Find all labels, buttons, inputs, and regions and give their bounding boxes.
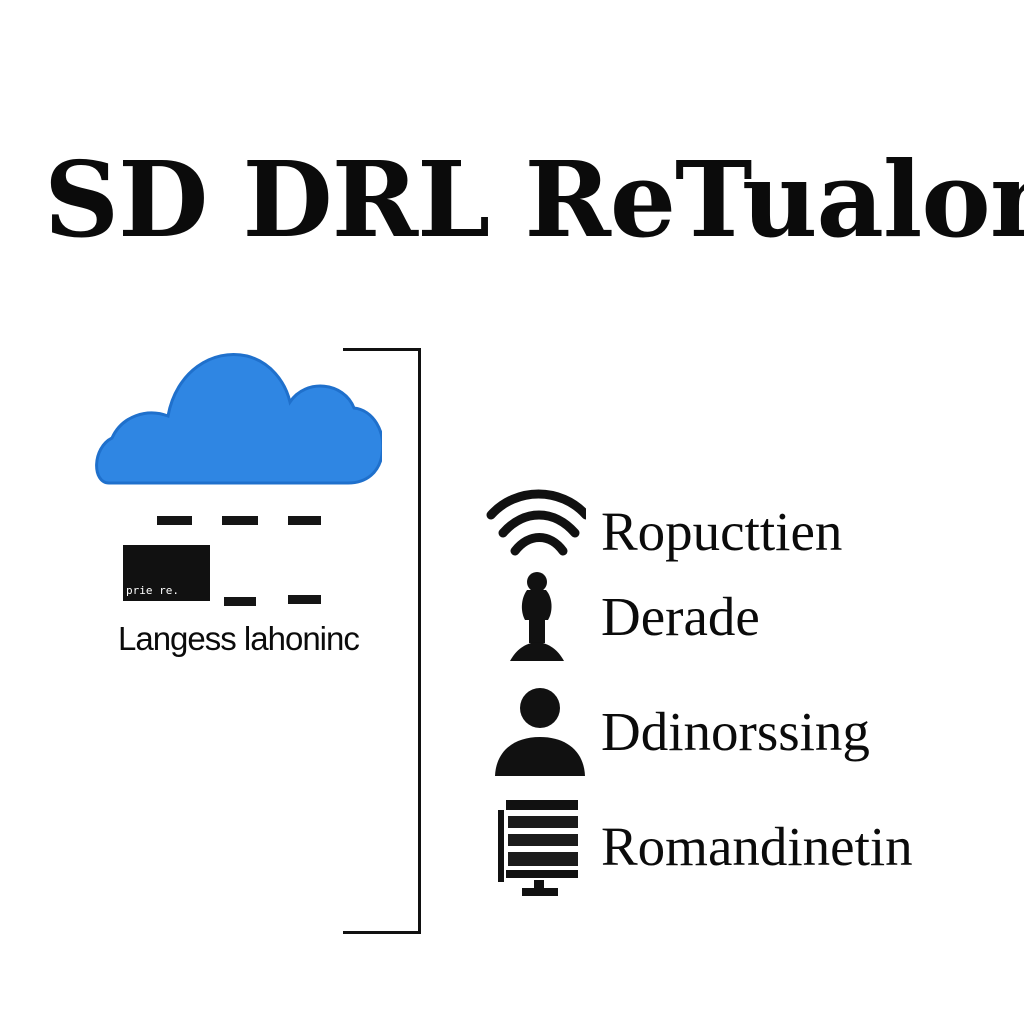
device-tick-1 — [224, 597, 256, 606]
cloud-panel-label: Langess lahoninc — [118, 620, 360, 657]
server-monitor-icon — [498, 800, 578, 896]
item-label: Ropucttien — [601, 501, 843, 562]
device-tick-2 — [288, 595, 321, 604]
item-label: Derade — [601, 586, 760, 647]
cloud-tick-3 — [288, 516, 321, 525]
cloud-panel: prie re. Langess lahoninc — [80, 330, 440, 690]
diagram-title: SD DRL ReTualon — [44, 138, 1024, 261]
item-romandinetin: Romandinetin — [486, 800, 1016, 900]
cloud-tick-2 — [222, 516, 258, 525]
item-label: Ddinorssing — [601, 701, 870, 762]
group-bracket — [343, 348, 421, 934]
cloud-icon — [95, 353, 382, 485]
item-derade: Derade — [486, 570, 1016, 670]
device-box: prie re. — [123, 545, 210, 601]
item-ropucttien: Ropucttien — [486, 485, 1016, 585]
item-ddinorssing: Ddinorssing — [486, 685, 1016, 785]
person-icon — [495, 688, 585, 776]
user-pawn-icon — [510, 572, 564, 661]
cloud-tick-1 — [157, 516, 192, 525]
wifi-signal-icon — [486, 489, 586, 556]
device-label: prie re. — [126, 584, 179, 597]
item-label: Romandinetin — [601, 816, 913, 877]
